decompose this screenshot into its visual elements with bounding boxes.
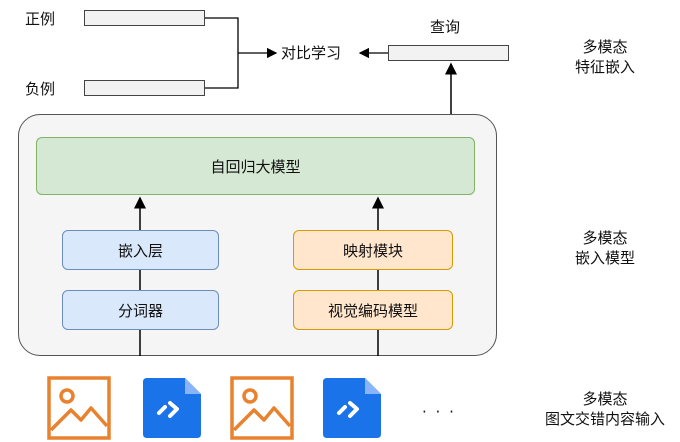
autoregressive-llm-label: 自回归大模型 [210,157,301,176]
positive-label: 正例 [25,10,56,28]
tokenizer-label: 分词器 [117,301,163,320]
interleaved-input-line1: 多模态 [582,390,628,408]
negative-embedding-bar [84,80,205,96]
text-file-icon [143,378,201,438]
tokenizer-box: 分词器 [62,290,219,330]
embedding-layer-label: 嵌入层 [117,241,163,260]
embedding-layer-box: 嵌入层 [62,230,219,270]
positive-embedding-bar [84,10,205,26]
image-icon [47,376,111,440]
ellipsis: · · · [422,403,456,421]
interleaved-input-line2: 图文交错内容输入 [544,410,665,428]
projection-module-label: 映射模块 [342,241,403,260]
image-icon [230,376,294,440]
embedding-model-label: 多模态 嵌入模型 [530,228,680,268]
feature-embedding-line1: 多模态 [582,38,628,56]
vision-encoder-box: 视觉编码模型 [293,290,453,330]
vision-encoder-label: 视觉编码模型 [327,301,418,320]
autoregressive-llm-box: 自回归大模型 [36,137,475,195]
feature-embedding-label: 多模态 特征嵌入 [530,37,680,77]
contrastive-learning-label: 对比学习 [281,44,342,62]
feature-embedding-line2: 特征嵌入 [574,58,635,76]
negative-label: 负例 [25,80,56,98]
interleaved-input-label: 多模态 图文交错内容输入 [530,389,680,429]
query-embedding-bar [388,45,509,61]
text-file-icon [323,378,381,438]
projection-module-box: 映射模块 [293,230,453,270]
query-label: 查询 [430,18,461,36]
embedding-model-line2: 嵌入模型 [574,249,635,267]
embedding-model-line1: 多模态 [582,229,628,247]
